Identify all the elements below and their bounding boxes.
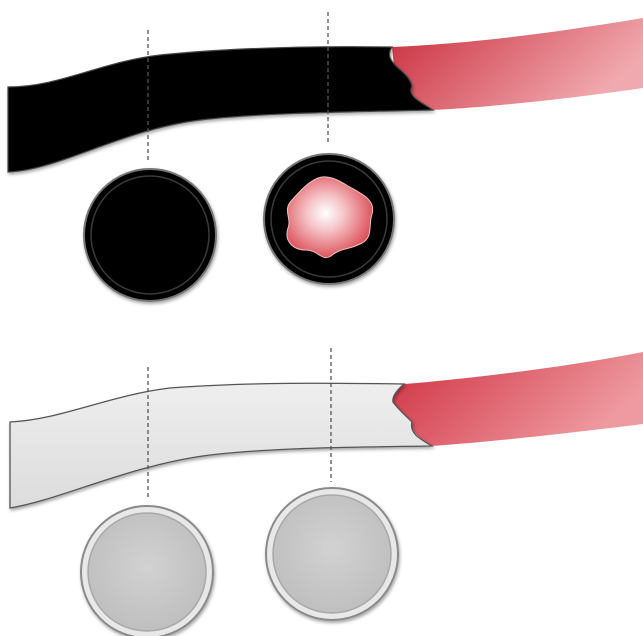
top-panel [8,12,643,301]
bottom-red-segment [392,352,643,446]
top-black-segment [8,47,433,172]
bottom-panel [10,348,643,636]
top-red-segment [392,18,643,110]
bottom-left-cross-section [81,506,213,636]
bottom-right-cross-section [266,488,398,620]
bottom-light-segment [10,383,432,508]
top-left-cross-section [84,169,216,301]
